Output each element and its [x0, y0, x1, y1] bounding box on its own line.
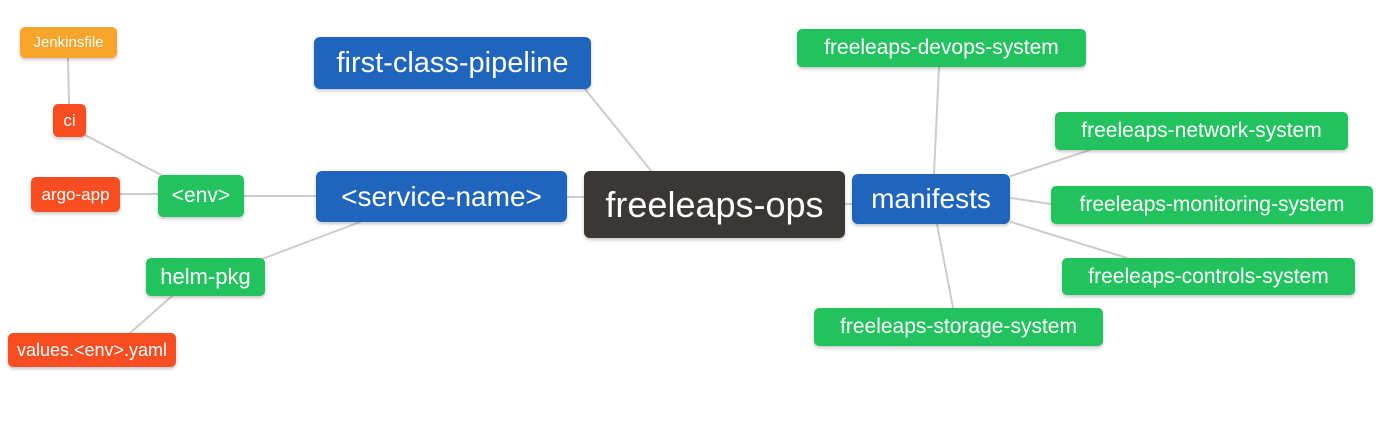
node-freeleaps-monitoring-system[interactable]: freeleaps-monitoring-system: [1051, 186, 1373, 224]
node-jenkinsfile[interactable]: Jenkinsfile: [20, 27, 117, 58]
node-freeleaps-devops-system[interactable]: freeleaps-devops-system: [797, 29, 1086, 67]
edge-manifests-storage: [936, 223, 954, 309]
edge-manifests-controls: [1010, 221, 1128, 259]
edge-manifests-devops: [933, 66, 940, 175]
node-ci[interactable]: ci: [53, 104, 86, 137]
node-first-class-pipeline[interactable]: first-class-pipeline: [314, 37, 591, 89]
node-service-name[interactable]: <service-name>: [316, 171, 567, 222]
node-manifests[interactable]: manifests: [852, 174, 1010, 224]
edge-jenkinsfile-ci: [67, 57, 70, 105]
node-env[interactable]: <env>: [158, 175, 244, 217]
node-argo-app[interactable]: argo-app: [31, 177, 120, 212]
edge-servicename-helmpkg: [261, 221, 361, 260]
node-freeleaps-network-system[interactable]: freeleaps-network-system: [1055, 112, 1348, 150]
edge-ci-env: [84, 134, 164, 177]
edge-manifests-network: [1010, 149, 1091, 177]
node-freeleaps-storage-system[interactable]: freeleaps-storage-system: [814, 308, 1103, 346]
edge-manifests-monitoring: [1010, 197, 1052, 205]
edge-pipeline-ops: [584, 88, 653, 173]
node-freeleaps-controls-system[interactable]: freeleaps-controls-system: [1062, 258, 1355, 295]
node-values-env-yaml[interactable]: values.<env>.yaml: [8, 333, 176, 367]
node-helm-pkg[interactable]: helm-pkg: [146, 258, 265, 296]
node-freeleaps-ops[interactable]: freeleaps-ops: [584, 171, 845, 238]
edge-helmpkg-valuesyaml: [129, 295, 173, 334]
